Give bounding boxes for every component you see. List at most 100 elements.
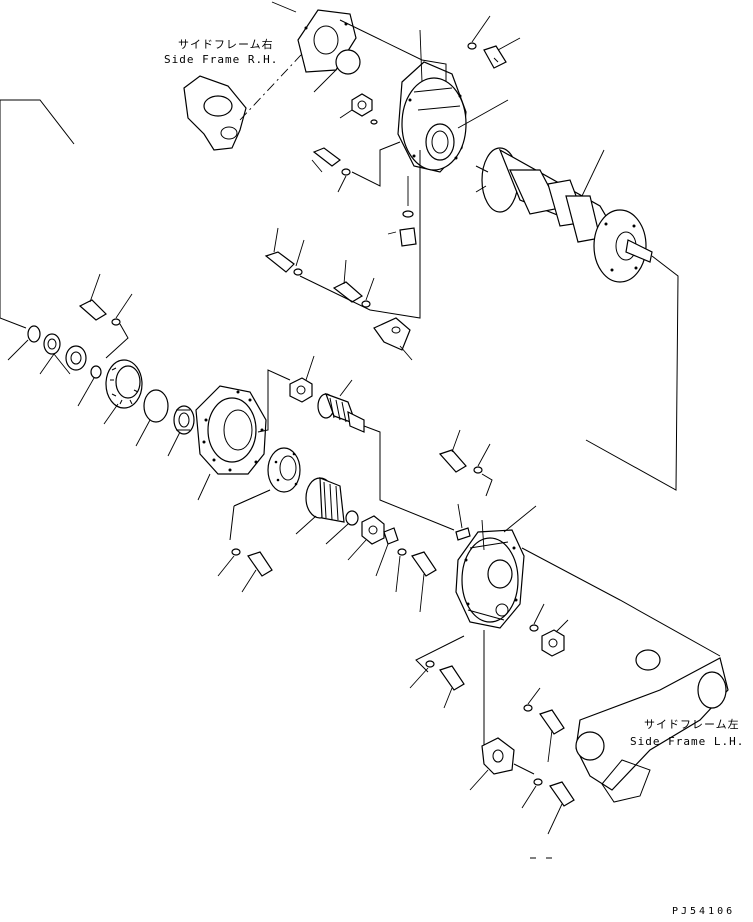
bearing-icon: [305, 477, 345, 523]
bolt-icon: [78, 299, 107, 321]
leader-line: [295, 515, 317, 535]
leader-line: [89, 273, 101, 303]
leader-line: [135, 419, 151, 447]
washer-icon: [111, 318, 121, 326]
assembly-line: [481, 473, 493, 497]
side-frame-lh-label-en: Side Frame L.H.: [630, 735, 744, 748]
washer-icon: [231, 548, 241, 556]
shaft-icon: [317, 392, 365, 433]
leader-line: [471, 15, 491, 43]
assembly-line: [351, 141, 401, 187]
washer-icon: [529, 624, 539, 632]
leader-line: [477, 443, 491, 467]
assembly-line: [521, 547, 721, 657]
side-frame-lh: [575, 649, 729, 803]
drawing-code: PJ54106: [672, 906, 735, 917]
side-frame-lh-label-jp: サイドフレーム左: [644, 718, 740, 731]
bracket-icon: [481, 737, 515, 775]
leader-line: [295, 239, 305, 267]
leader-line: [339, 379, 353, 397]
leader-line: [103, 403, 119, 425]
leader-line: [457, 503, 463, 529]
washer-icon: [425, 660, 435, 668]
bolt-icon: [483, 45, 507, 69]
leader-line: [347, 539, 367, 561]
side-frame-rh-hole: [203, 95, 233, 117]
washer-icon: [293, 268, 303, 276]
assembly-line: [415, 635, 465, 673]
leader-line: [365, 277, 375, 301]
bolt-icon: [312, 147, 341, 167]
assembly-line: [339, 19, 447, 82]
leader-line: [481, 519, 485, 551]
bearing-icon: [267, 447, 301, 493]
bolt-icon: [247, 551, 273, 577]
washer-icon: [370, 119, 378, 125]
lock-plate-icon: [383, 527, 399, 545]
washer-icon: [473, 466, 483, 474]
leader-line: [7, 339, 29, 361]
assembly-line: [0, 100, 27, 329]
leader-line: [409, 667, 429, 689]
leader-line: [547, 803, 563, 835]
nut-icon: [351, 93, 373, 117]
o-ring-icon: [27, 325, 41, 343]
bolt-icon: [539, 709, 565, 735]
leader-line: [399, 345, 413, 361]
leader-line: [419, 573, 425, 613]
assembly-line: [299, 150, 421, 319]
assembly-line: [513, 763, 535, 775]
leader-line: [273, 227, 279, 253]
washer-icon: [361, 300, 371, 308]
nut-icon: [541, 629, 565, 657]
leader-line: [443, 687, 453, 709]
assembly-line: [229, 489, 271, 541]
leader-line: [197, 473, 211, 501]
side-frame-rh-hole-small: [220, 126, 238, 140]
gear-icon: [105, 359, 143, 409]
leader-line: [503, 505, 537, 533]
leader-line: [457, 99, 509, 129]
plug-icon: [399, 210, 417, 247]
leader-line: [533, 603, 545, 625]
leader-line: [395, 555, 401, 593]
side-frame-rh-label-jp: サイドフレーム右: [178, 37, 274, 51]
washer-icon: [345, 510, 359, 526]
side-frame-rh-label-en: Side Frame R.H.: [164, 53, 278, 66]
washer-icon: [43, 333, 61, 355]
leader-line: [337, 175, 347, 193]
washer-icon: [467, 42, 477, 50]
final-drive-housing-upper: [397, 61, 467, 173]
leader-line: [497, 37, 521, 51]
leader-line: [343, 259, 347, 285]
leader-line: [419, 29, 423, 83]
assembly-line: [105, 323, 129, 359]
leader-line: [555, 619, 569, 633]
bolt-icon: [549, 781, 575, 807]
bolt-icon: [438, 449, 467, 473]
assembly-line: [0, 99, 75, 145]
leader-line: [217, 555, 235, 577]
leader-line: [115, 293, 133, 319]
pin-icon: [455, 527, 471, 541]
side-frame-rh: [183, 19, 341, 151]
washer-icon: [523, 704, 533, 712]
o-ring-icon: [143, 389, 169, 423]
final-drive-housing-lower: [455, 529, 525, 629]
bracket-icon: [373, 317, 411, 351]
washer-icon: [341, 168, 351, 176]
washer-icon: [397, 548, 407, 556]
leader-line: [527, 687, 541, 705]
leader-line: [469, 769, 489, 791]
bolt-icon: [332, 281, 364, 303]
leader-line: [325, 523, 349, 545]
leader-line: [547, 729, 553, 763]
washer-icon: [533, 778, 543, 786]
bolt-icon: [264, 251, 295, 273]
bolt-icon: [411, 551, 437, 577]
leader-line: [375, 543, 389, 577]
leader-line: [167, 431, 181, 457]
nut-icon: [361, 515, 385, 545]
assembly-line: [363, 425, 455, 531]
